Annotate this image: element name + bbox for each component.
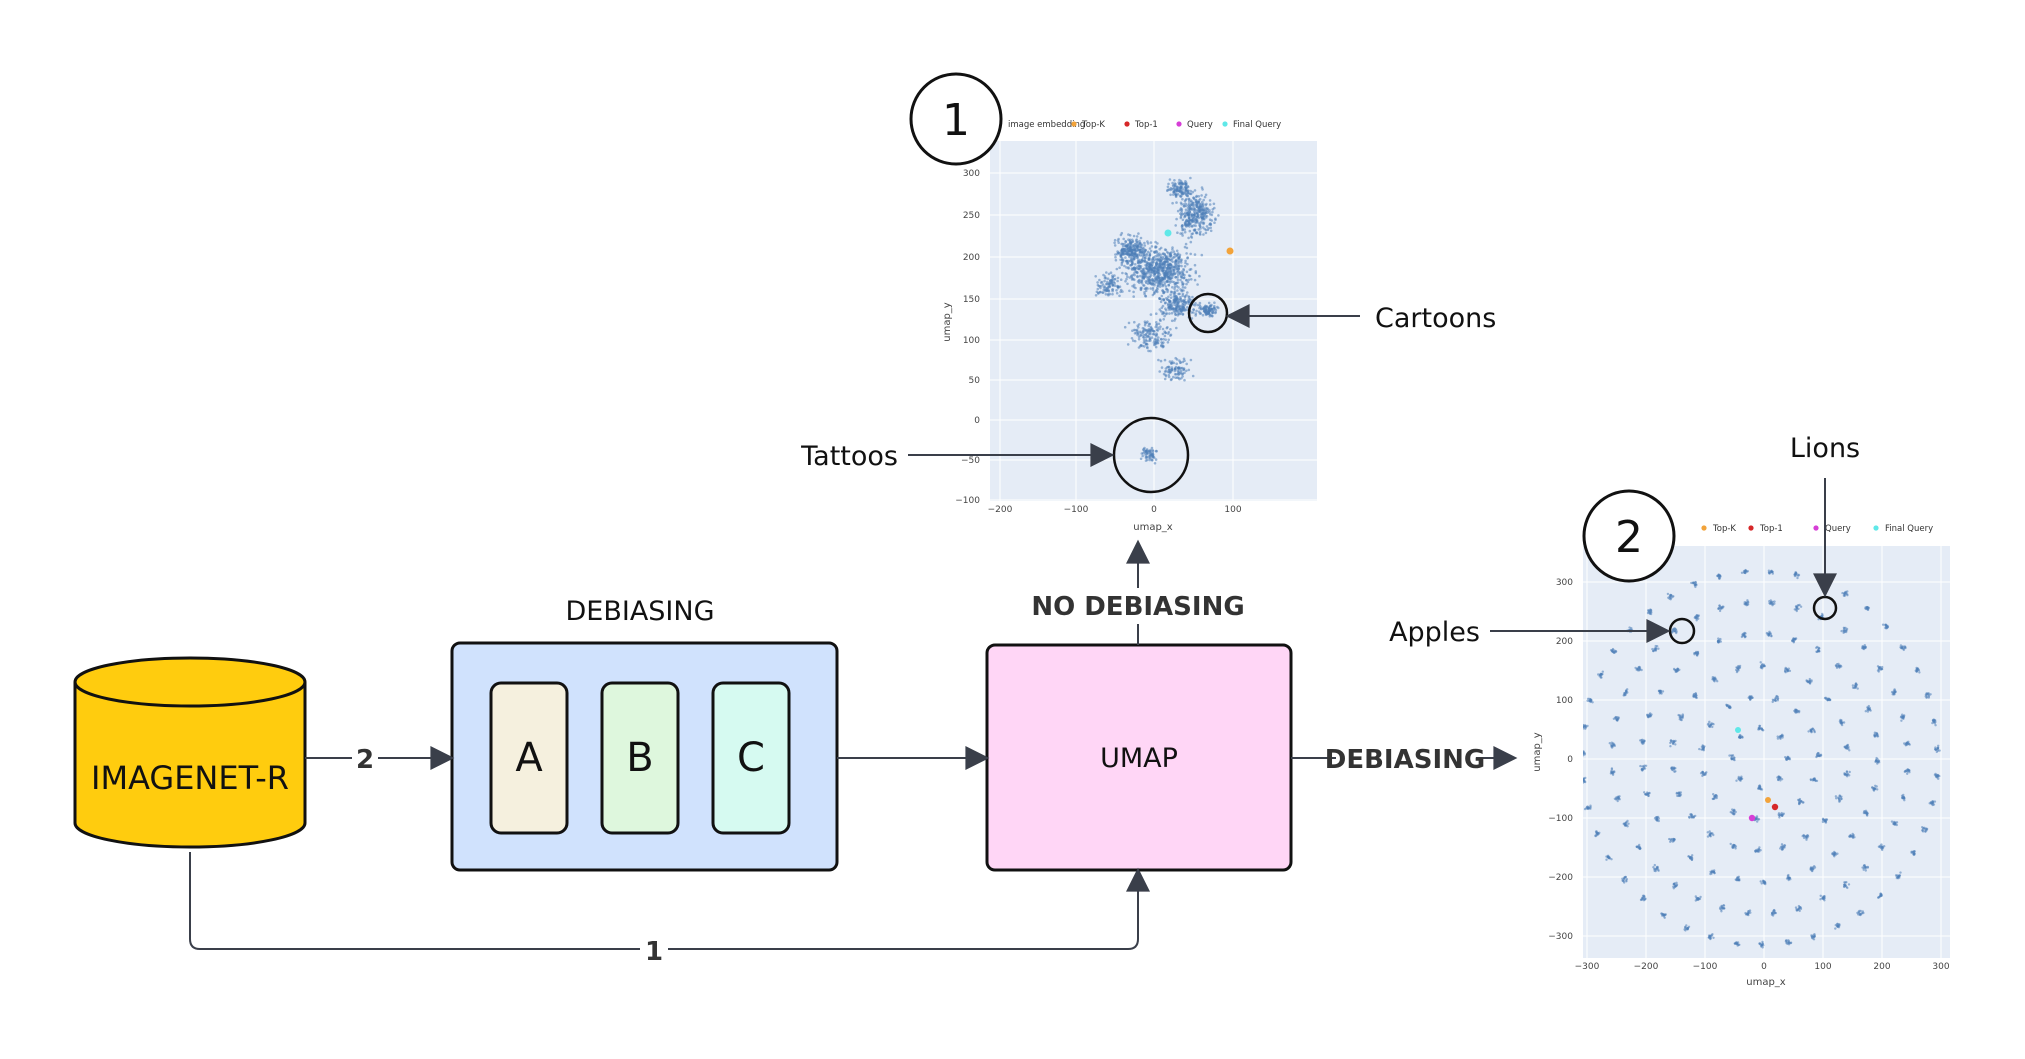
plot2-legend-marker — [1873, 525, 1879, 531]
plot2-xtick: 300 — [1932, 962, 1949, 972]
plot2-number-circle — [1582, 489, 1676, 583]
plot2-ytick: 300 — [1556, 578, 1573, 588]
plot1-xtick: 100 — [1224, 505, 1241, 515]
plot1-ytick: 100 — [963, 336, 980, 346]
no-debiasing-label: NO DEBIASING — [1031, 592, 1244, 622]
plot1-number: 1 — [942, 95, 970, 146]
plot2-xtick: −200 — [1634, 962, 1659, 972]
plot1-ytick: 200 — [963, 253, 980, 263]
edge-label-2: 2 — [356, 745, 374, 775]
debiasing-module-c: C — [711, 681, 791, 835]
plot1-legend-item: Final Query — [1233, 120, 1281, 130]
plot1-xtick: 0 — [1151, 505, 1157, 515]
plot1-legend-item: Top-K — [1081, 120, 1105, 130]
plot2-legend-item: Top-K — [1712, 524, 1736, 534]
module-b-label: B — [626, 735, 653, 781]
plot2-ytick: 100 — [1556, 696, 1573, 706]
plot1-ytick: −100 — [955, 496, 980, 506]
annotation-cartoons: Cartoons — [1375, 303, 1496, 334]
umap-plot-no-debiasing: −200 −100 0 100 300 250 200 150 100 50 0 −50 −100 um… — [800, 72, 1496, 533]
debiasing-module-b: B — [600, 681, 680, 835]
plot2-legend-marker — [1813, 525, 1819, 531]
plot1-xtick: −200 — [988, 505, 1013, 515]
plot1-final-query-marker — [1164, 229, 1172, 237]
plot1-ytick: 150 — [963, 295, 980, 305]
plot1-ytick: 250 — [963, 211, 980, 221]
plot2-legend-item: Query — [1825, 524, 1851, 534]
umap-label: UMAP — [1100, 743, 1178, 774]
plot2-number: 2 — [1615, 512, 1643, 563]
plot1-legend-marker — [1176, 121, 1182, 127]
debiasing-module-a: A — [489, 681, 569, 835]
plot1-legend-marker — [1071, 121, 1077, 127]
module-c-label: C — [737, 735, 765, 781]
plot2-query-marker — [1748, 814, 1756, 822]
plot1-legend-item: Query — [1187, 120, 1213, 130]
plot1-legend-item: Top-1 — [1134, 120, 1158, 130]
annotation-tattoos: Tattoos — [800, 441, 898, 472]
plot2-topk-marker — [1765, 797, 1771, 803]
plot1-legend-marker — [1222, 121, 1228, 127]
plot2-ytick: −200 — [1548, 873, 1573, 883]
plot1-ytick: 300 — [963, 169, 980, 179]
edge-label-1: 1 — [645, 937, 663, 967]
plot2-legend-item: Top-1 — [1759, 524, 1783, 534]
module-a-label: A — [515, 735, 543, 781]
plot1-xlabel: umap_x — [1133, 522, 1173, 533]
imagenet-r-label: IMAGENET-R — [91, 759, 289, 797]
plot1-ytick: 0 — [974, 416, 980, 426]
plot2-ylabel: umap_y — [1532, 732, 1543, 772]
debiasing-edge-label: DEBIASING — [1325, 745, 1485, 775]
plot1-legend-marker — [1124, 121, 1130, 127]
plot2-area — [1583, 546, 1950, 958]
plot1-number-circle — [909, 72, 1003, 166]
plot2-xtick: 100 — [1814, 962, 1831, 972]
plot2-legend-item: Final Query — [1885, 524, 1933, 534]
plot2-ytick: −100 — [1548, 814, 1573, 824]
plot1-ytick: −50 — [961, 456, 980, 466]
annotation-lions: Lions — [1790, 433, 1860, 464]
plot1-legend-item: image embedding — [1008, 120, 1085, 130]
plot2-ytick: −300 — [1548, 932, 1573, 942]
plot1-ylabel: umap_y — [942, 302, 953, 342]
plot2-xlabel: umap_x — [1746, 977, 1786, 988]
plot2-final-query-marker — [1735, 727, 1741, 733]
plot2-legend-marker — [1701, 525, 1707, 531]
plot2-xtick: −100 — [1693, 962, 1718, 972]
plot1-ytick: 50 — [969, 376, 981, 386]
plot2-xtick: 0 — [1761, 962, 1767, 972]
umap-plot-debiasing: −300 −200 −100 0 100 200 300 300 200 100 0 −100 −200… — [1389, 433, 1950, 988]
plot2-ytick: 0 — [1567, 755, 1573, 765]
plot2-top1-marker — [1771, 803, 1779, 811]
plot1-topk-marker — [1226, 247, 1234, 255]
annotation-apples: Apples — [1389, 617, 1480, 648]
plot1-xtick: −100 — [1064, 505, 1089, 515]
plot2-xtick: −300 — [1575, 962, 1600, 972]
plot2-ytick: 200 — [1556, 637, 1573, 647]
plot2-xtick: 200 — [1873, 962, 1890, 972]
debiasing-title: DEBIASING — [565, 596, 714, 627]
imagenet-r-database: IMAGENET-R — [73, 656, 307, 849]
plot2-legend-marker — [1748, 525, 1754, 531]
